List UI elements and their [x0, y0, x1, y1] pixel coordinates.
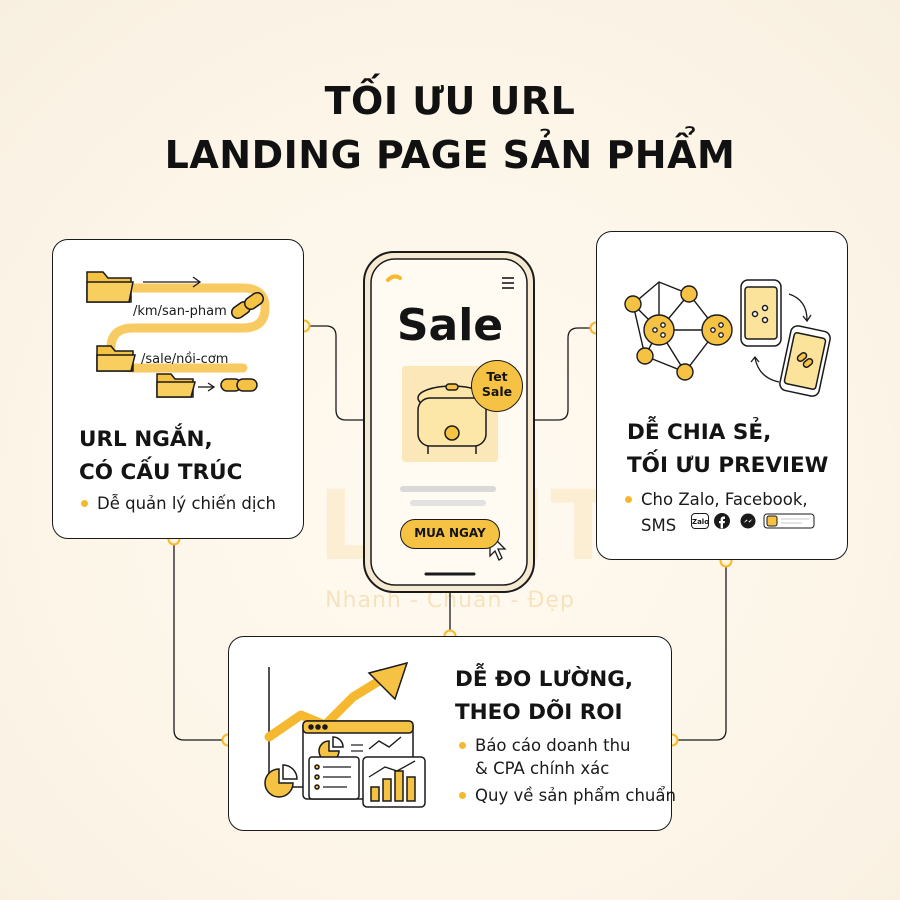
url-structure-card: /km/san-pham /sale/nồi-cơm URL NGẮN, CÓ …	[52, 239, 304, 539]
measurement-card: DỄ ĐO LƯỜNG, THEO DÕI ROI Báo cáo doanh …	[228, 636, 676, 831]
link-preview-icon	[763, 513, 815, 529]
network-share-icon	[624, 281, 733, 381]
share-preview-card: DỄ CHIA SẺ, TỐI ƯU PREVIEW Cho Zalo, Fac…	[596, 231, 848, 560]
url-card-bullet: Dễ quản lý chiến dịch	[81, 494, 276, 513]
measure-card-bullet-1: Báo cáo doanh thu & CPA chính xác	[459, 736, 631, 778]
folder-icon	[86, 271, 134, 303]
url-card-heading: URL NGẮN, CÓ CẤU TRÚC	[79, 427, 243, 485]
buy-now-button[interactable]: MUA NGAY	[400, 519, 500, 549]
chain-link-icon	[230, 291, 265, 320]
share-card-bullet: Cho Zalo, Facebook, SMS	[625, 490, 808, 535]
url-path-1: /km/san-pham	[133, 304, 227, 319]
phone-mockup	[363, 251, 535, 593]
messenger-icon	[740, 513, 756, 529]
menu-icon	[502, 277, 514, 289]
url-path-2: /sale/nồi-cơm	[141, 352, 229, 367]
title-line-2: LANDING PAGE SẢN PHẨM	[164, 133, 736, 177]
title-line-1: TỐI ƯU URL	[324, 79, 576, 123]
phone-share-icon	[740, 279, 831, 397]
chain-link-icon	[220, 378, 258, 392]
chart-icon	[264, 661, 426, 808]
share-card-heading: DỄ CHIA SẺ, TỐI ƯU PREVIEW	[627, 420, 829, 478]
measure-card-bullet-2: Quy về sản phẩm chuẩn	[459, 786, 676, 805]
page-title: TỐI ƯU URL LANDING PAGE SẢN PHẨM	[0, 74, 900, 182]
tet-sale-badge: Tet Sale	[471, 360, 523, 412]
folder-path-illustration	[86, 271, 270, 398]
folder-icon	[156, 373, 196, 398]
rice-cooker-icon	[417, 383, 487, 454]
zalo-icon: Zalo	[691, 513, 709, 529]
facebook-icon	[714, 513, 730, 529]
social-icons	[714, 513, 815, 529]
measure-card-heading: DỄ ĐO LƯỜNG, THEO DÕI ROI	[455, 667, 634, 725]
phone-sale-text: Sale	[396, 300, 504, 351]
folder-icon	[96, 345, 136, 372]
share-illustration	[624, 279, 831, 397]
